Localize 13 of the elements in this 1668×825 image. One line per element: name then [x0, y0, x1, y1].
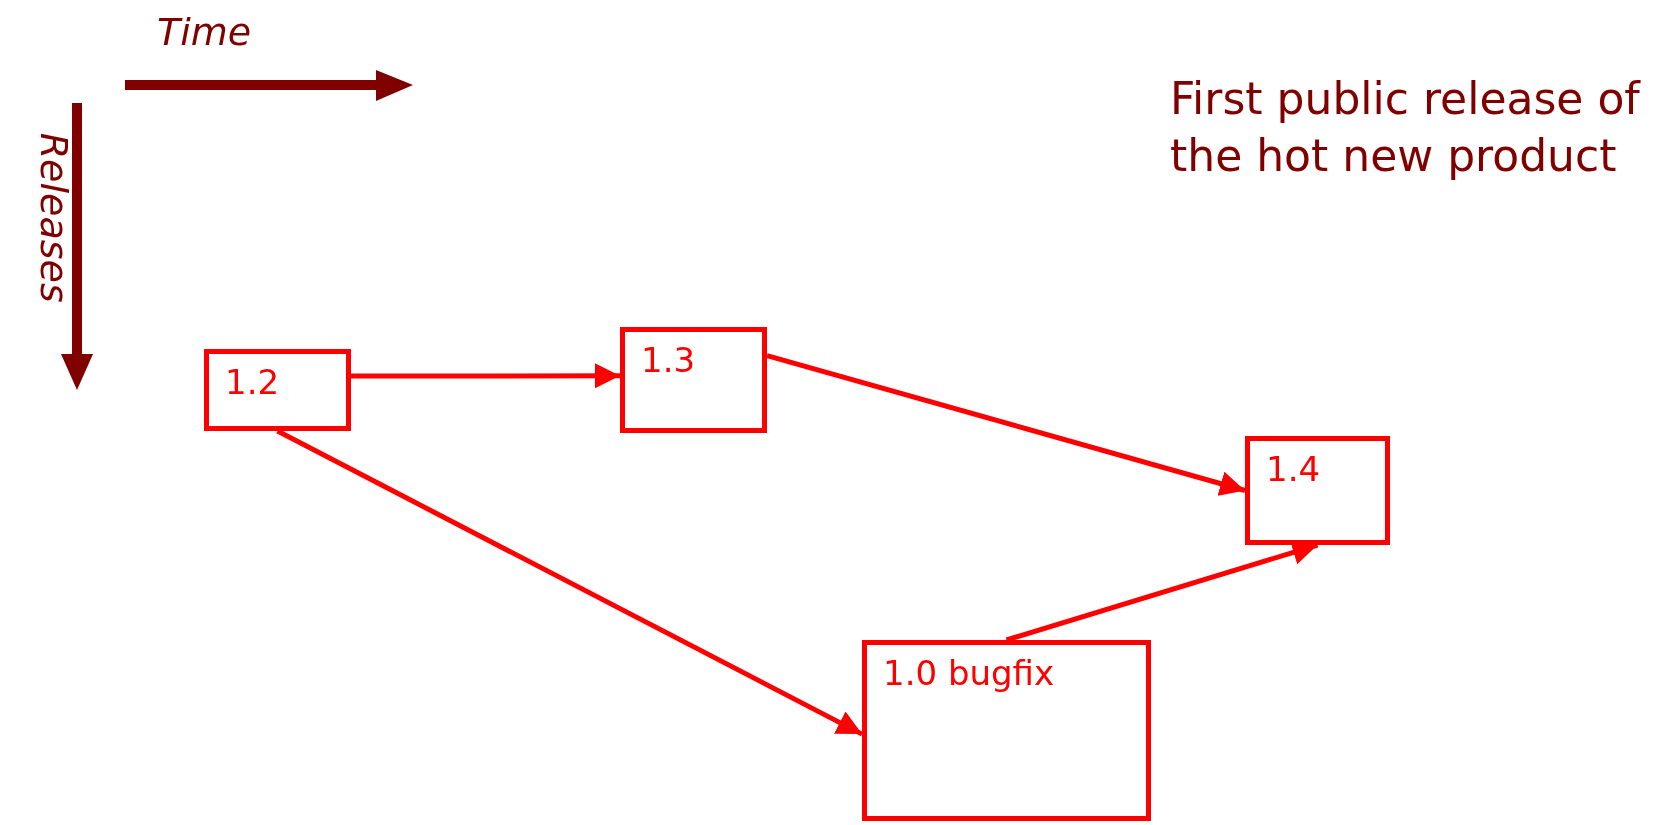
version-box [862, 640, 1151, 821]
arrow [351, 363, 620, 389]
version-label: 1.4 [1266, 449, 1321, 489]
version-box [1245, 436, 1390, 545]
version-box [204, 349, 351, 431]
axis-label: Time [157, 9, 252, 56]
version-box [620, 327, 767, 433]
version-label: 1.2 [225, 362, 280, 402]
version-label: 1.3 [641, 340, 696, 380]
version-label: 1.0 bugfix [883, 653, 1055, 693]
arrow [766, 353, 1246, 496]
annotation-text: First public release of the hot new product [1170, 72, 1642, 184]
axis-label: Releases [30, 132, 77, 303]
